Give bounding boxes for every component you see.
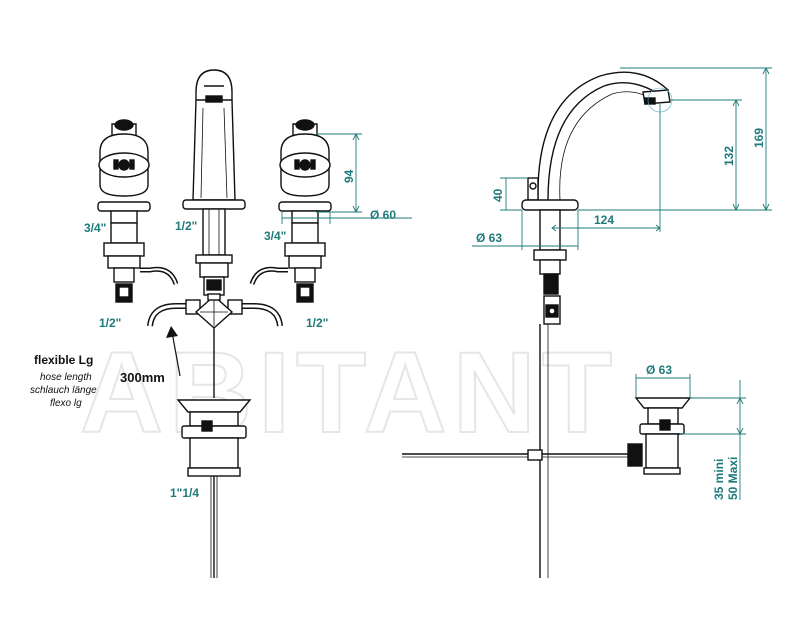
dim-waste-height xyxy=(680,380,746,500)
dim-waste-diameter xyxy=(635,374,691,398)
hose-line-2: schlauch länge xyxy=(30,385,97,396)
label-spout-thread: 1/2" xyxy=(175,219,197,233)
dim-waste-height-min-text: 35 mini xyxy=(712,459,726,500)
right-handle xyxy=(249,119,332,303)
waste-drain xyxy=(176,399,252,578)
center-spout xyxy=(182,69,246,296)
left-view: 3/4" 1/2" 3/4" 1/2" 1/2" 1"1/4 flexible … xyxy=(30,69,412,578)
dim-base-height-text: 40 xyxy=(491,188,505,202)
dim-waste-diameter-text: Ø 63 xyxy=(646,363,672,377)
dim-handle-height-text: 94 xyxy=(342,169,356,183)
dim-base-diameter-text: Ø 63 xyxy=(476,231,502,245)
dim-waste-height-max-text: 50 Maxi xyxy=(726,457,740,500)
pop-up-lever xyxy=(402,443,643,467)
left-handle xyxy=(97,119,179,303)
right-view: 40 Ø 63 124 132 169 xyxy=(402,66,772,578)
side-waste xyxy=(634,397,692,475)
dim-spout-height-text: 132 xyxy=(722,146,736,166)
label-waste-thread: 1"1/4 xyxy=(170,486,199,500)
dim-reach-text: 124 xyxy=(594,213,614,227)
dim-base-height xyxy=(500,177,528,211)
dim-spout-height xyxy=(578,98,742,212)
hose-length: 300mm xyxy=(120,370,165,385)
side-spout xyxy=(521,71,673,578)
connector-cross xyxy=(147,293,283,329)
dim-reach xyxy=(551,104,661,232)
watermark: ABITANT xyxy=(80,329,618,457)
dim-base-diameter xyxy=(472,210,579,250)
label-inlet-left: 1/2" xyxy=(99,316,121,330)
dim-total-height-text: 169 xyxy=(752,128,766,148)
label-handle-right-thread: 3/4" xyxy=(264,229,286,243)
dim-handle-diameter xyxy=(281,212,412,224)
hose-line-1: hose length xyxy=(40,372,92,383)
dim-total-height xyxy=(620,66,772,212)
hose-title: flexible Lg xyxy=(34,353,93,367)
hose-arrow-head xyxy=(166,326,178,338)
hose-line-3: flexo lg xyxy=(50,398,82,409)
dim-handle-diameter-text: Ø 60 xyxy=(370,208,396,222)
label-inlet-right: 1/2" xyxy=(306,316,328,330)
label-handle-left-thread: 3/4" xyxy=(84,221,106,235)
dim-handle-height xyxy=(316,132,362,214)
hose-arrow xyxy=(171,331,181,377)
